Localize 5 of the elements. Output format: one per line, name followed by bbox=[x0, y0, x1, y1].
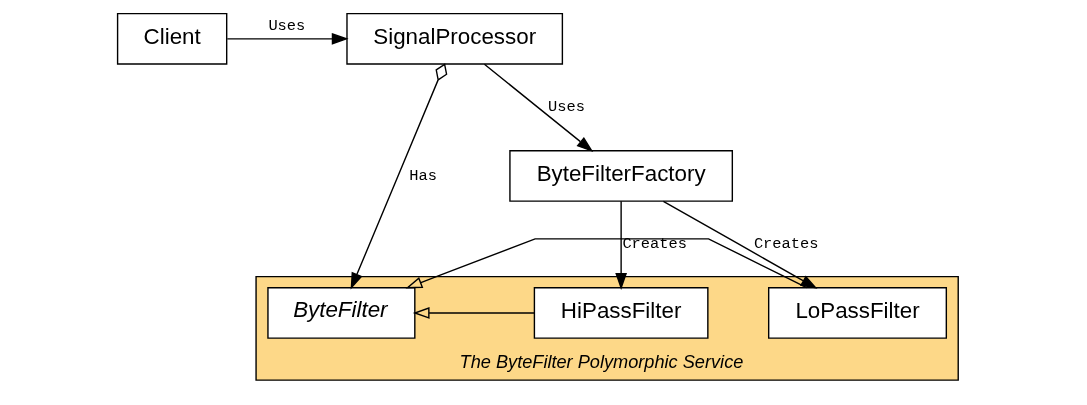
edge-label: Has bbox=[409, 166, 438, 185]
edge-label: Uses bbox=[548, 98, 586, 117]
edge-label: Uses bbox=[268, 17, 306, 36]
edge-label: Creates bbox=[753, 235, 819, 254]
edge-label: Creates bbox=[622, 235, 687, 254]
